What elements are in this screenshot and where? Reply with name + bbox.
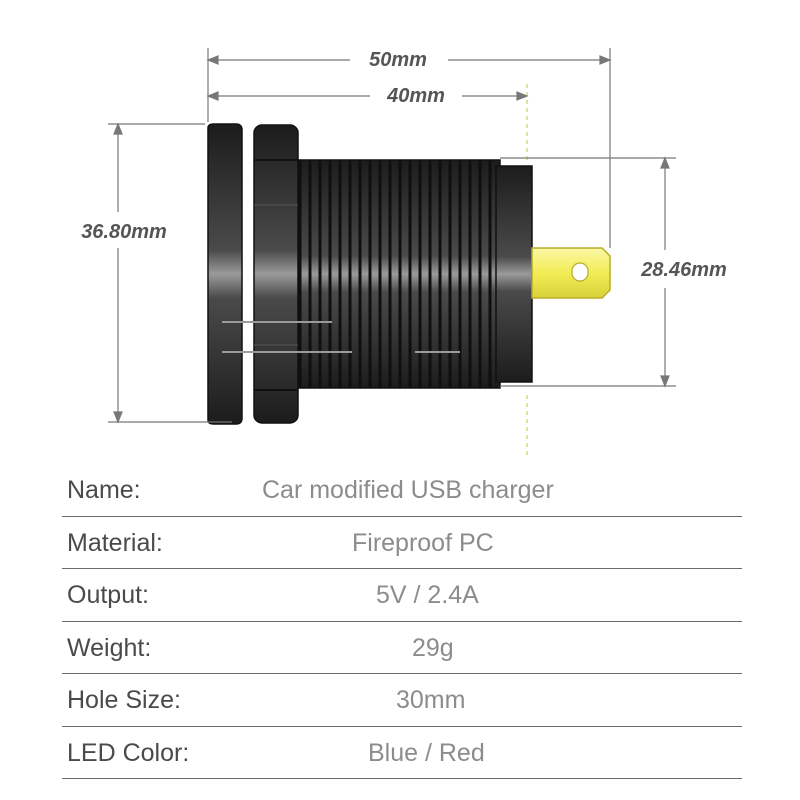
charger-drawing [207, 123, 611, 425]
spec-row-name: Name: Car modified USB charger [62, 464, 742, 517]
threaded-barrel [289, 159, 501, 389]
spec-label: LED Color: [67, 738, 190, 767]
spec-table: Name: Car modified USB charger Material:… [62, 464, 742, 779]
terminal-tab [531, 247, 611, 299]
body-length-label: 40mm [386, 85, 445, 107]
spec-value: Fireproof PC [352, 528, 494, 557]
spec-row-led-color: LED Color: Blue / Red [62, 727, 742, 779]
spec-row-material: Material: Fireproof PC [62, 517, 742, 569]
total-length-label: 50mm [369, 49, 427, 71]
spec-row-output: Output: 5V / 2.4A [62, 569, 742, 622]
spec-label: Output: [67, 581, 149, 609]
spec-label: Name: [67, 476, 141, 504]
spec-value: Blue / Red [368, 738, 485, 767]
mounting-nut [253, 124, 299, 424]
spec-value: 29g [412, 633, 454, 662]
usb-charger-dimension-diagram: 50mm 40mm 36.80mm 28.46mm [81, 48, 727, 455]
rear-cap [495, 165, 533, 383]
spec-value: Car modified USB charger [262, 476, 554, 504]
front-flange [207, 123, 243, 425]
flange-diameter-label: 36.80mm [81, 221, 167, 243]
dimension-lines [108, 48, 676, 455]
spec-label: Weight: [67, 633, 152, 662]
spec-row-weight: Weight: 29g [62, 622, 742, 674]
thread-ridges [298, 160, 492, 388]
rear-diameter-label: 28.46mm [640, 259, 727, 281]
terminal-hole [571, 262, 589, 282]
spec-value: 30mm [396, 686, 466, 714]
spec-label: Hole Size: [67, 686, 181, 714]
spec-value: 5V / 2.4A [376, 581, 479, 609]
spec-row-hole-size: Hole Size: 30mm [62, 674, 742, 727]
spec-label: Material: [67, 528, 163, 557]
